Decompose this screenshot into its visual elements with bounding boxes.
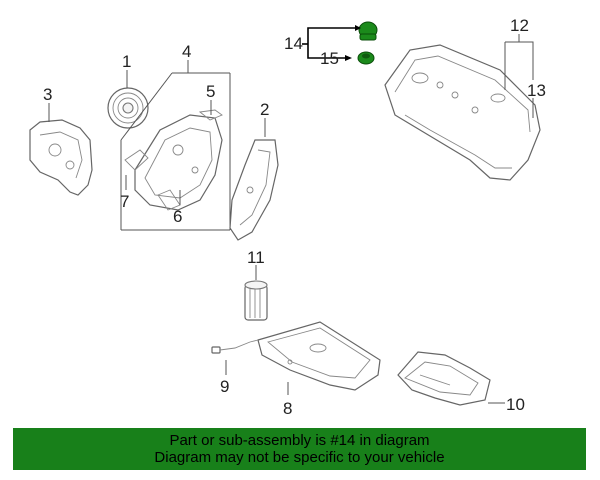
parts-diagram: 3 1 4 5 7 6 2 — [29, 16, 546, 418]
callout-13: 13 — [527, 81, 546, 100]
part-2-cover-plate — [229, 139, 279, 241]
callout-14: 14 — [284, 34, 303, 53]
part-15-filler-cap-seal — [357, 51, 375, 65]
part-8-oil-pan — [257, 321, 381, 391]
callout-5: 5 — [206, 82, 215, 101]
part-12-13-valve-cover — [384, 44, 541, 181]
part-9-oil-sensor — [211, 339, 259, 354]
part-4-group — [120, 60, 231, 231]
callout-7: 7 — [120, 192, 129, 211]
callout-9: 9 — [220, 377, 229, 396]
callout-3: 3 — [43, 85, 52, 104]
callout-11: 11 — [247, 248, 265, 267]
banner-line-2: Diagram may not be specific to your vehi… — [154, 449, 445, 466]
part-11-oil-filter — [244, 280, 268, 321]
callout-12: 12 — [510, 16, 529, 35]
callout-1: 1 — [122, 52, 131, 71]
part-10-splash-shield — [397, 351, 491, 406]
part-3-timing-cover — [29, 119, 93, 196]
callout-15: 15 — [320, 49, 339, 68]
callout-8: 8 — [283, 399, 292, 418]
info-banner: Part or sub-assembly is #14 in diagram D… — [13, 428, 586, 470]
callout-6: 6 — [173, 207, 182, 226]
part-1-crank-pulley — [107, 87, 149, 129]
callout-4: 4 — [182, 42, 191, 61]
banner-line-1: Part or sub-assembly is #14 in diagram — [169, 432, 430, 449]
callout-2: 2 — [260, 100, 269, 119]
callout-10: 10 — [506, 395, 525, 414]
part-14-oil-filler-cap — [358, 21, 378, 41]
